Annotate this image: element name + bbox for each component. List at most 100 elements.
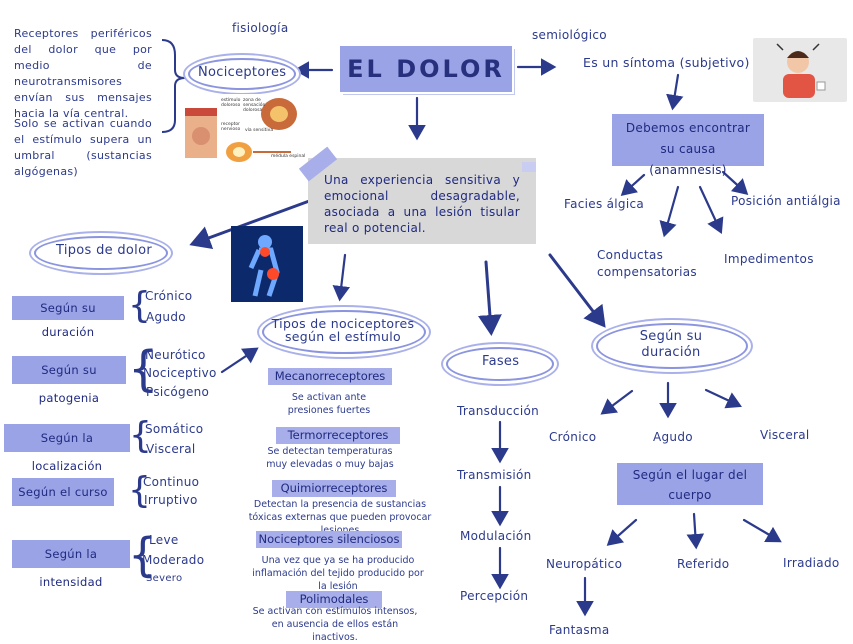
clase-patogenia-label: Según su patogenia	[38, 363, 100, 405]
brain-label-zona: zona de sensación dolorosa	[243, 98, 266, 113]
localizacion-item-somatico: Somático	[145, 422, 204, 436]
definicion-tape-right	[522, 162, 536, 172]
fase-transduccion: Transducción	[457, 404, 540, 418]
brace-intensidad: {	[128, 528, 158, 582]
receptor-quimio: Quimiorreceptores	[272, 480, 396, 497]
facies-label: Facies álgica	[564, 197, 645, 211]
receptor-silenciosos: Nociceptores silenciosos	[256, 531, 402, 548]
duracion-item-agudo: Agudo	[146, 310, 186, 324]
fase-transmision: Transmisión	[457, 468, 532, 482]
brain-label-via: vía sensitiva	[245, 128, 274, 133]
curso-item-continuo: Continuo	[143, 475, 200, 489]
intensidad-item-moderado: Moderado	[142, 553, 205, 567]
lugar-fantasma: Fantasma	[549, 623, 610, 637]
clase-localizacion-label: Según la localización	[31, 431, 103, 473]
arrow-dur-visceral	[704, 388, 742, 409]
patogenia-item-psicogeno: Psicógeno	[146, 385, 210, 399]
receptor-quimio-desc: Detectan la presencia de sustancias tóxi…	[248, 499, 432, 536]
brace-nociceptores	[161, 39, 186, 133]
posicion-label: Posición antiálgia	[731, 194, 841, 208]
duracion-agudo: Agudo	[653, 430, 693, 444]
clase-localizacion-box: Según la localización	[4, 424, 130, 473]
receptor-polimodales: Polimodales	[286, 591, 382, 608]
definicion-text: Una experiencia sensitiva y emocional de…	[324, 173, 520, 235]
pain-body-drawing	[248, 235, 280, 297]
nociception-illustration: estímulo doloroso zona de sensación dolo…	[183, 94, 311, 166]
patogenia-item-neurotico: Neurótico	[145, 348, 206, 362]
nociceptores-ellipse	[188, 58, 296, 90]
debemos-box: Debemos encontrar su causa (anamnesis)	[612, 114, 764, 177]
arrow-def-duracion	[548, 253, 606, 328]
brace-patogenia: {	[128, 341, 159, 397]
arrow-def-tipos-noc	[332, 253, 351, 302]
fases-ellipse	[446, 347, 554, 381]
receptor-termo-desc: Se detectan temperaturas muy elevadas o …	[266, 446, 394, 470]
intensidad-item-severo: Severo	[146, 573, 183, 584]
receptor-silenciosos-desc: Una vez que ya se ha producido inflamaci…	[252, 555, 424, 592]
arrow-dur-cronico	[600, 389, 634, 415]
receptor-mecano-desc: Se activan ante presiones fuertes	[287, 392, 371, 416]
brace-localizacion: {	[129, 415, 152, 456]
duracion-visceral: Visceral	[760, 428, 810, 442]
segun-duracion-ellipse	[596, 323, 748, 369]
lugar-referido: Referido	[677, 557, 730, 571]
arrow-debemos-posicion	[721, 170, 749, 195]
receptor-termo: Termorreceptores	[276, 427, 400, 444]
clase-intensidad-label: Según la intensidad	[39, 547, 103, 589]
arrow-lugar-neuro	[606, 518, 638, 546]
debemos-label: Debemos encontrar su causa (anamnesis)	[625, 121, 751, 177]
pain-body-image	[231, 226, 303, 302]
receptores-description: Receptores periféricos del dolor que por…	[14, 27, 152, 120]
localizacion-item-visceral: Visceral	[146, 442, 196, 456]
tipos-dolor-label: Tipos de dolor	[56, 243, 152, 258]
arrow-patogenia-tipos	[220, 347, 259, 374]
brace-curso: {	[128, 470, 151, 511]
arrow-lugar-referido	[686, 512, 705, 550]
fase-percepcion: Percepción	[460, 589, 529, 603]
label-semiologico: semiológico	[532, 28, 607, 42]
duracion-item-cronico: Crónico	[145, 289, 193, 303]
activan-description: Solo se activan cuando el estímulo super…	[14, 117, 152, 178]
brain-label-medula: médula espinal	[271, 154, 306, 159]
curso-item-irruptivo: Irruptivo	[144, 493, 198, 507]
intensidad-item-leve: Leve	[149, 533, 179, 547]
clase-curso-box: Según el curso	[12, 478, 114, 506]
arrow-debemos-conductas	[659, 185, 680, 238]
arrow-def-tipos-dolor	[189, 198, 314, 250]
segun-duracion-label: Según su duración	[639, 329, 703, 360]
arrow-lugar-irradiado	[742, 518, 782, 543]
tipos-dolor-ellipse	[34, 236, 168, 270]
segun-lugar-box: Según el lugar del cuerpo	[617, 463, 763, 505]
receptor-mecano: Mecanorreceptores	[268, 368, 392, 385]
patogenia-item-nociceptivo: Nociceptivo	[143, 366, 217, 380]
brace-duracion: {	[128, 285, 151, 326]
clase-duracion-box: Según su duración	[12, 296, 124, 339]
arrow-debemos-impedimentos	[698, 185, 724, 234]
tipos-noc-ellipse	[262, 310, 426, 354]
arrow-def-fases	[477, 260, 502, 336]
fase-modulacion: Modulación	[460, 529, 532, 543]
sintoma-label: Es un síntoma (subjetivo)	[583, 55, 750, 70]
clase-intensidad-box: Según la intensidad	[12, 540, 130, 589]
clase-curso-label: Según el curso	[18, 485, 108, 499]
clase-patogenia-box: Según su patogenia	[12, 356, 126, 405]
nociception-illustration-image	[185, 98, 297, 162]
label-fisiologia: fisiología	[232, 21, 289, 35]
page-title: EL DOLOR	[347, 55, 505, 83]
clase-duracion-label: Según su duración	[40, 301, 96, 339]
tipos-noc-label: Tipos de nociceptores según el estímulo	[271, 316, 415, 344]
nociceptores-label: Nociceptores	[198, 65, 287, 80]
duracion-cronico: Crónico	[549, 430, 597, 444]
impedimentos-label: Impedimentos	[724, 252, 814, 266]
arrow-sintoma-debemos	[666, 73, 684, 111]
lugar-irradiado: Irradiado	[783, 556, 840, 570]
fases-label: Fases	[482, 354, 520, 369]
receptor-polimodales-desc: Se activan con estímulos intensos, en au…	[252, 606, 418, 643]
conductas-label: Conductas compensatorias	[597, 248, 697, 279]
title-box: EL DOLOR	[340, 46, 512, 92]
brain-label-receptor: receptor nervioso	[221, 122, 241, 132]
definicion-box: Una experiencia sensitiva y emocional de…	[308, 158, 536, 244]
headache-image	[753, 38, 847, 102]
brain-label-estimulo: estímulo doloroso	[221, 98, 241, 108]
